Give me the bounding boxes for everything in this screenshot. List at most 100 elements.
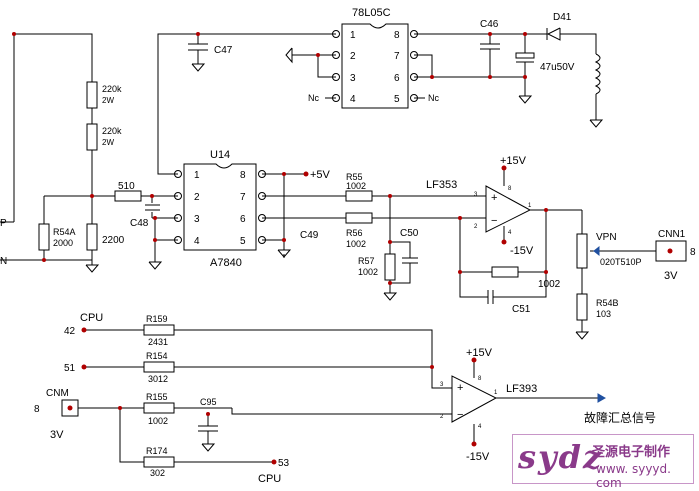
u14-name: U14 xyxy=(210,149,230,161)
comp-label: 220k xyxy=(102,126,122,136)
u14-pin: 5 xyxy=(240,236,246,247)
conn-label: CPU xyxy=(258,473,281,485)
comp-label: C50 xyxy=(400,228,419,239)
lf393-plus: + xyxy=(457,382,463,394)
reg-pin: 7 xyxy=(394,51,400,62)
comp-label: 2000 xyxy=(53,238,73,248)
conn-label: CNN1 xyxy=(658,229,686,240)
comp-label: 1002 xyxy=(346,181,366,191)
lf393-pin: 1 xyxy=(494,390,498,396)
watermark-text: 圣源电子制作 xyxy=(592,445,671,460)
comp-label: 220k xyxy=(102,84,122,94)
conn-label: 8 xyxy=(34,404,40,415)
comp-label: C47 xyxy=(214,45,233,56)
lf353-pin: 4 xyxy=(508,230,512,236)
comp-label: R54A xyxy=(53,227,76,237)
comp-label: 1002 xyxy=(346,239,366,249)
comp-label: 510 xyxy=(118,181,135,192)
comp-label: 2W xyxy=(102,96,114,105)
comp-label: 3012 xyxy=(148,374,168,384)
arrows xyxy=(593,245,607,403)
comp-label: VPN xyxy=(596,232,617,243)
u14-pin: 7 xyxy=(240,192,246,203)
comp-label: R159 xyxy=(146,314,168,324)
conn-label: 8 xyxy=(690,247,696,258)
lf353-pin: 1 xyxy=(528,203,532,209)
comp-label: 103 xyxy=(596,309,611,319)
supply-label: -15V xyxy=(510,245,534,257)
lf393-pin: 4 xyxy=(478,424,482,430)
lf353-plus: + xyxy=(491,192,497,204)
lf353-pin: 2 xyxy=(474,224,478,230)
reg-pin: 4 xyxy=(350,94,356,105)
comp-label: R55 xyxy=(346,172,363,182)
conn-label: 42 xyxy=(64,326,76,337)
chip-78l05c xyxy=(332,23,418,109)
lf353-minus: − xyxy=(491,215,497,227)
nc-right: Nc xyxy=(428,93,439,103)
watermark-logo: sydz xyxy=(518,438,604,476)
conn-label: N xyxy=(0,256,7,267)
u14-part: A7840 xyxy=(210,257,242,269)
supply-label: -15V xyxy=(466,451,490,463)
watermark-url: www. syyyd. com xyxy=(596,462,671,490)
comp-label: C48 xyxy=(130,218,149,229)
comp-label: R155 xyxy=(146,392,168,402)
lf353-pin: 8 xyxy=(508,186,512,192)
output-signal: 故障汇总信号 xyxy=(584,410,656,425)
comparator-lf393 xyxy=(451,375,498,423)
u14-pin: 6 xyxy=(240,214,246,225)
conn-label: 51 xyxy=(64,363,76,374)
comp-label: 2W xyxy=(102,138,114,147)
conn-label: P xyxy=(0,218,7,229)
comp-label: 2200 xyxy=(102,235,125,246)
comp-label: C46 xyxy=(480,19,499,30)
lf393-pin: 3 xyxy=(440,382,444,388)
reg-pin: 8 xyxy=(394,30,400,41)
u14-pin: 3 xyxy=(194,214,200,225)
comp-label: 1002 xyxy=(538,279,561,290)
supply-label: +15V xyxy=(500,155,527,167)
conn-label: 53 xyxy=(278,458,290,469)
lf393-pin: 8 xyxy=(478,376,482,382)
comp-label: D41 xyxy=(553,12,572,23)
comp-label: C95 xyxy=(200,397,217,407)
comp-label: R57 xyxy=(358,256,375,266)
reg-pin: 3 xyxy=(350,73,356,84)
reg-pin: 5 xyxy=(394,94,400,105)
supply-label: +5V xyxy=(310,169,331,181)
conn-label: CNM xyxy=(46,388,69,399)
comp-label: 302 xyxy=(150,468,165,478)
comp-label: C51 xyxy=(512,304,531,315)
supply-label: +15V xyxy=(466,347,493,359)
lf393-pin: 2 xyxy=(440,414,444,420)
comp-label: 2431 xyxy=(148,337,168,347)
lf353-name: LF353 xyxy=(426,179,457,191)
reg-pin: 1 xyxy=(350,30,356,41)
comp-label: R54B xyxy=(596,298,619,308)
comp-label: R56 xyxy=(346,228,363,238)
u14-pin: 2 xyxy=(194,192,200,203)
comp-label: R154 xyxy=(146,351,168,361)
u14-pin: 4 xyxy=(194,236,200,247)
u14-pin: 1 xyxy=(194,170,200,181)
comp-label: 47u50V xyxy=(540,62,575,73)
junction-dots xyxy=(12,32,673,465)
watermark-box xyxy=(512,434,694,484)
lf393-name: LF393 xyxy=(506,383,537,395)
reg-pin: 6 xyxy=(394,73,400,84)
conn-label: CPU xyxy=(80,312,103,324)
reg-pin: 2 xyxy=(350,51,356,62)
comp-label: R174 xyxy=(146,446,168,456)
chip-u14 xyxy=(174,163,266,251)
lf353-pin: 3 xyxy=(474,192,478,198)
conn-label: 3V xyxy=(50,429,64,441)
reg-name: 78L05C xyxy=(352,7,391,19)
comp-label: C49 xyxy=(300,230,319,241)
u14-pin: 8 xyxy=(240,170,246,181)
comp-label: 020T510P xyxy=(600,257,642,267)
comp-label: 1002 xyxy=(148,416,168,426)
conn-label: 3V xyxy=(664,270,678,282)
opamp-lf353 xyxy=(485,185,532,233)
